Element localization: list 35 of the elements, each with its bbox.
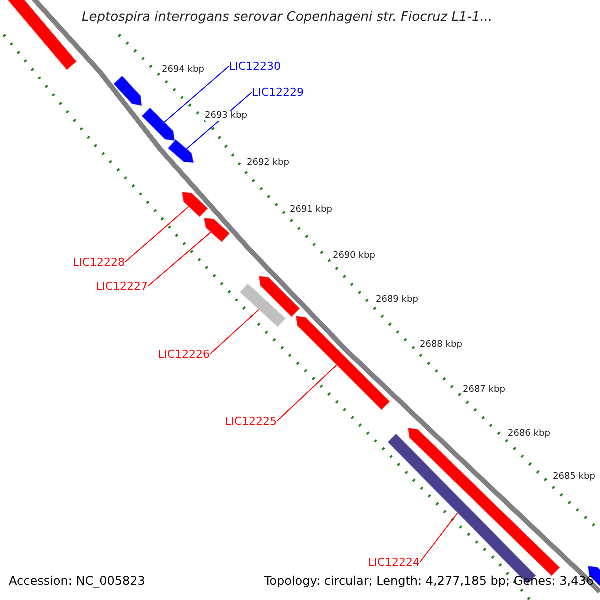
gene-segment xyxy=(258,275,301,318)
scale-label: 2693 kbp xyxy=(205,111,248,121)
scale-label: 2688 kbp xyxy=(420,340,462,350)
accession-text: Accession: NC_005823 xyxy=(9,574,146,588)
leader-line xyxy=(210,309,260,355)
gene-label: LIC12226 xyxy=(158,348,210,361)
scale-label: 2694 kbp xyxy=(162,65,204,75)
leader-line xyxy=(148,232,212,287)
gene-segment xyxy=(112,75,143,107)
scale-label: 2690 kbp xyxy=(333,251,376,261)
gene-label: LIC12229 xyxy=(252,86,304,99)
scale-label: 2691 kbp xyxy=(290,205,332,215)
genome-summary: Topology: circular; Length: 4,277,185 bp; Genes: 3,436 xyxy=(264,574,594,588)
gene-segment xyxy=(239,282,287,328)
leader-line xyxy=(276,364,338,422)
scale-label: 2686 kbp xyxy=(508,429,550,439)
gene-label: LIC12228 xyxy=(72,256,125,269)
leader-line xyxy=(164,66,230,123)
scale-label: 2685 kbp xyxy=(553,472,596,482)
gene-segment xyxy=(141,107,176,142)
scale-label: 2687 kbp xyxy=(463,385,506,395)
gene-label: LIC12230 xyxy=(229,60,282,73)
gene-segment xyxy=(167,138,195,164)
genome-title: Leptospira interrogans serovar Copenhageni str. Fiocruz L1-1... xyxy=(82,10,493,25)
gene-segment xyxy=(181,191,209,218)
scale-label: 2689 kbp xyxy=(376,295,418,305)
gene-segment xyxy=(6,0,78,71)
leader-line xyxy=(420,512,458,563)
leader-line xyxy=(124,206,190,263)
gene-label: LIC12225 xyxy=(224,415,277,428)
gene-segment xyxy=(295,315,391,411)
gene-label: LIC12227 xyxy=(96,280,148,293)
gene-segment xyxy=(203,217,231,244)
scale-label: 2692 kbp xyxy=(247,158,290,168)
gene-label: LIC12224 xyxy=(368,556,420,569)
